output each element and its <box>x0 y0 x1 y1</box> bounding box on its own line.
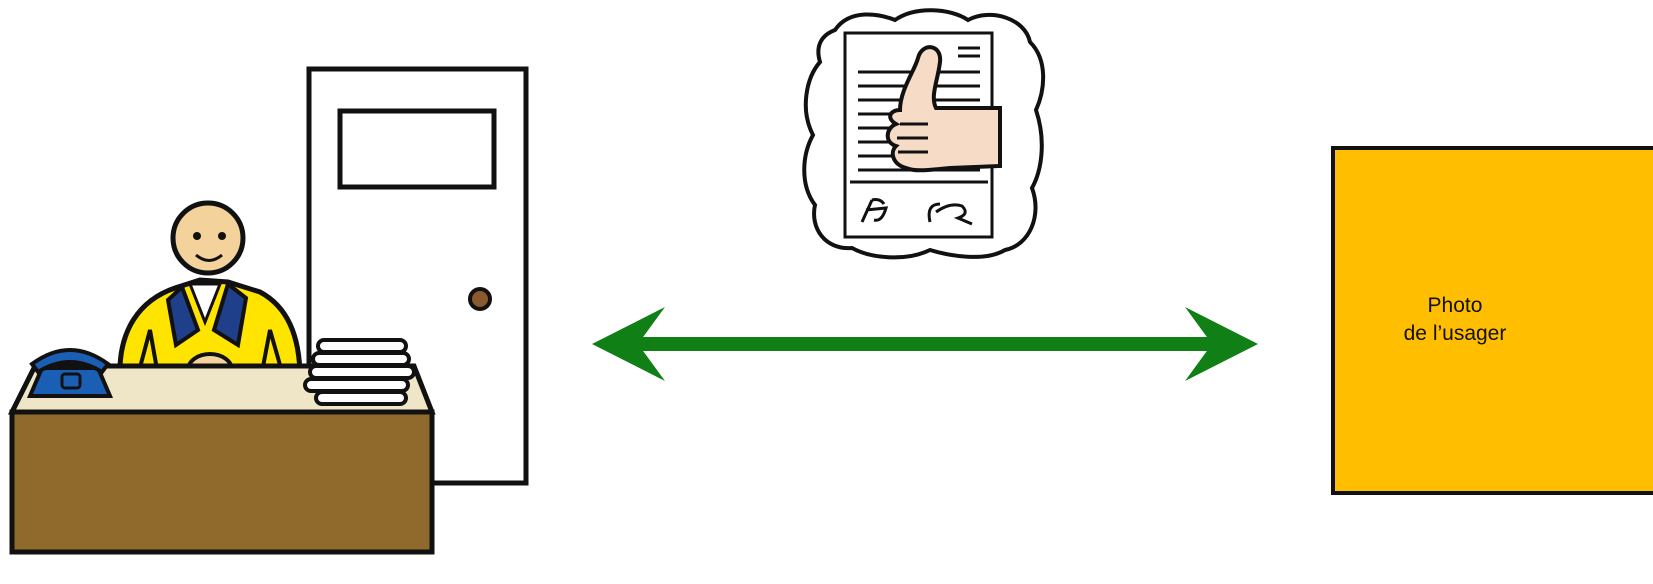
user-photo-placeholder: Photo de l’usager <box>1331 146 1653 495</box>
paper-stack-icon <box>303 338 416 406</box>
photo-caption-line-1: Photo <box>1427 293 1483 317</box>
telephone-icon <box>26 348 114 398</box>
photo-caption: Photo de l’usager <box>1335 292 1575 348</box>
photo-caption-line-2: de l’usager <box>1403 321 1507 345</box>
receptionist-at-desk-icon <box>117 200 303 388</box>
double-headed-arrow-icon <box>592 307 1258 381</box>
signed-agreement-thumbs-up-icon <box>802 8 1046 260</box>
